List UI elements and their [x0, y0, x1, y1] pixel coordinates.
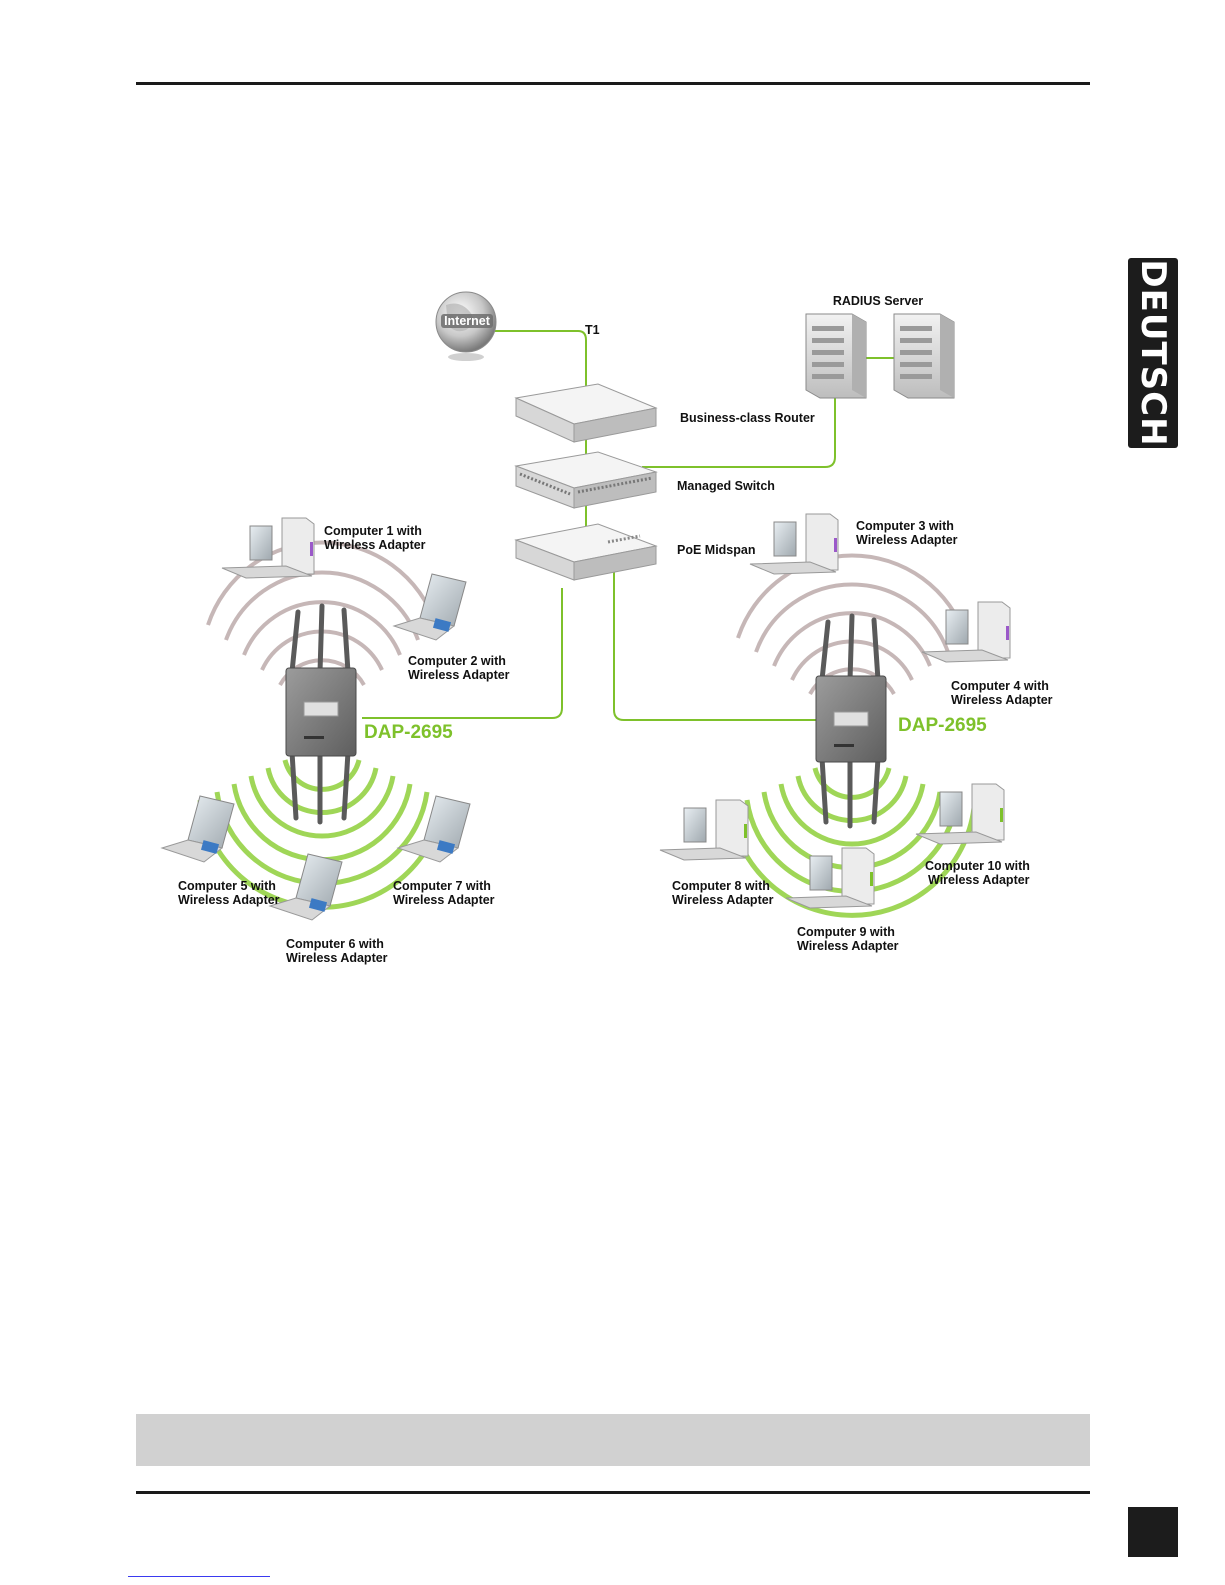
computer-4-label-line2: Wireless Adapter — [951, 693, 1053, 707]
page-number-box — [1128, 1507, 1178, 1557]
t1-label: T1 — [585, 323, 600, 337]
network-diagram: Internet T1 RADIUS Server Business-class… — [160, 291, 1053, 965]
router-label: Business-class Router — [680, 411, 815, 425]
computer-1-label-line2: Wireless Adapter — [324, 538, 426, 552]
managed-switch-icon — [514, 451, 658, 509]
desktop-computer-10-icon — [915, 783, 1005, 845]
access-point-right-icon — [815, 613, 887, 829]
computer-9-label-line2: Wireless Adapter — [797, 939, 899, 953]
midspan-ap-left-link — [362, 588, 563, 719]
footer-rule — [136, 1491, 1090, 1494]
radius-server-icon: RADIUS Server — [805, 294, 955, 399]
desktop-computer-1-icon — [221, 517, 315, 579]
computer-10-label-line1: Computer 10 with — [925, 859, 1030, 873]
router-icon — [514, 383, 658, 443]
computer-9-label-line1: Computer 9 with — [797, 925, 895, 939]
laptop-computer-6-icon — [268, 853, 343, 921]
radius-server-label: RADIUS Server — [833, 294, 923, 308]
laptop-computer-5-icon — [160, 795, 235, 863]
switch-label: Managed Switch — [677, 479, 775, 493]
computer-7-label-line1: Computer 7 with — [393, 879, 491, 893]
midspan-ap-right-link — [613, 568, 826, 721]
computer-6-label-line1: Computer 6 with — [286, 937, 384, 951]
internet-t1-link — [488, 330, 587, 394]
computer-5-label-line1: Computer 5 with — [178, 879, 276, 893]
access-point-left-icon — [285, 603, 357, 825]
computer-10-label-line2: Wireless Adapter — [928, 873, 1030, 887]
computer-8-label-line2: Wireless Adapter — [672, 893, 774, 907]
footer-link-underline[interactable] — [128, 1576, 270, 1577]
poe-midspan-icon — [514, 523, 658, 581]
internet-label: Internet — [444, 314, 491, 328]
desktop-computer-3-icon — [749, 513, 839, 575]
note-box — [136, 1414, 1090, 1466]
computer-8-label-line1: Computer 8 with — [672, 879, 770, 893]
desktop-computer-8-icon — [659, 799, 749, 861]
computer-4-label-line1: Computer 4 with — [951, 679, 1049, 693]
computer-7-label-line2: Wireless Adapter — [393, 893, 495, 907]
desktop-computer-9-icon — [785, 847, 875, 909]
computer-6-label-line2: Wireless Adapter — [286, 951, 388, 965]
ap-left-label: DAP-2695 — [364, 722, 453, 743]
midspan-label: PoE Midspan — [677, 543, 755, 557]
computer-2-label-line2: Wireless Adapter — [408, 668, 510, 682]
computer-3-label-line2: Wireless Adapter — [856, 533, 958, 547]
laptop-computer-7-icon — [396, 795, 471, 863]
language-tab: DEUTSCH — [1128, 258, 1178, 448]
internet-globe: Internet — [435, 291, 497, 361]
computer-2-label-line1: Computer 2 with — [408, 654, 506, 668]
computer-1-label-line1: Computer 1 with — [324, 524, 422, 538]
computer-5-label-line2: Wireless Adapter — [178, 893, 280, 907]
computer-3-label-line1: Computer 3 with — [856, 519, 954, 533]
laptop-computer-2-icon — [392, 573, 467, 641]
radius-router-link — [642, 398, 836, 468]
header-rule — [136, 82, 1090, 85]
desktop-computer-4-icon — [921, 601, 1011, 663]
ap-right-label: DAP-2695 — [898, 715, 987, 736]
